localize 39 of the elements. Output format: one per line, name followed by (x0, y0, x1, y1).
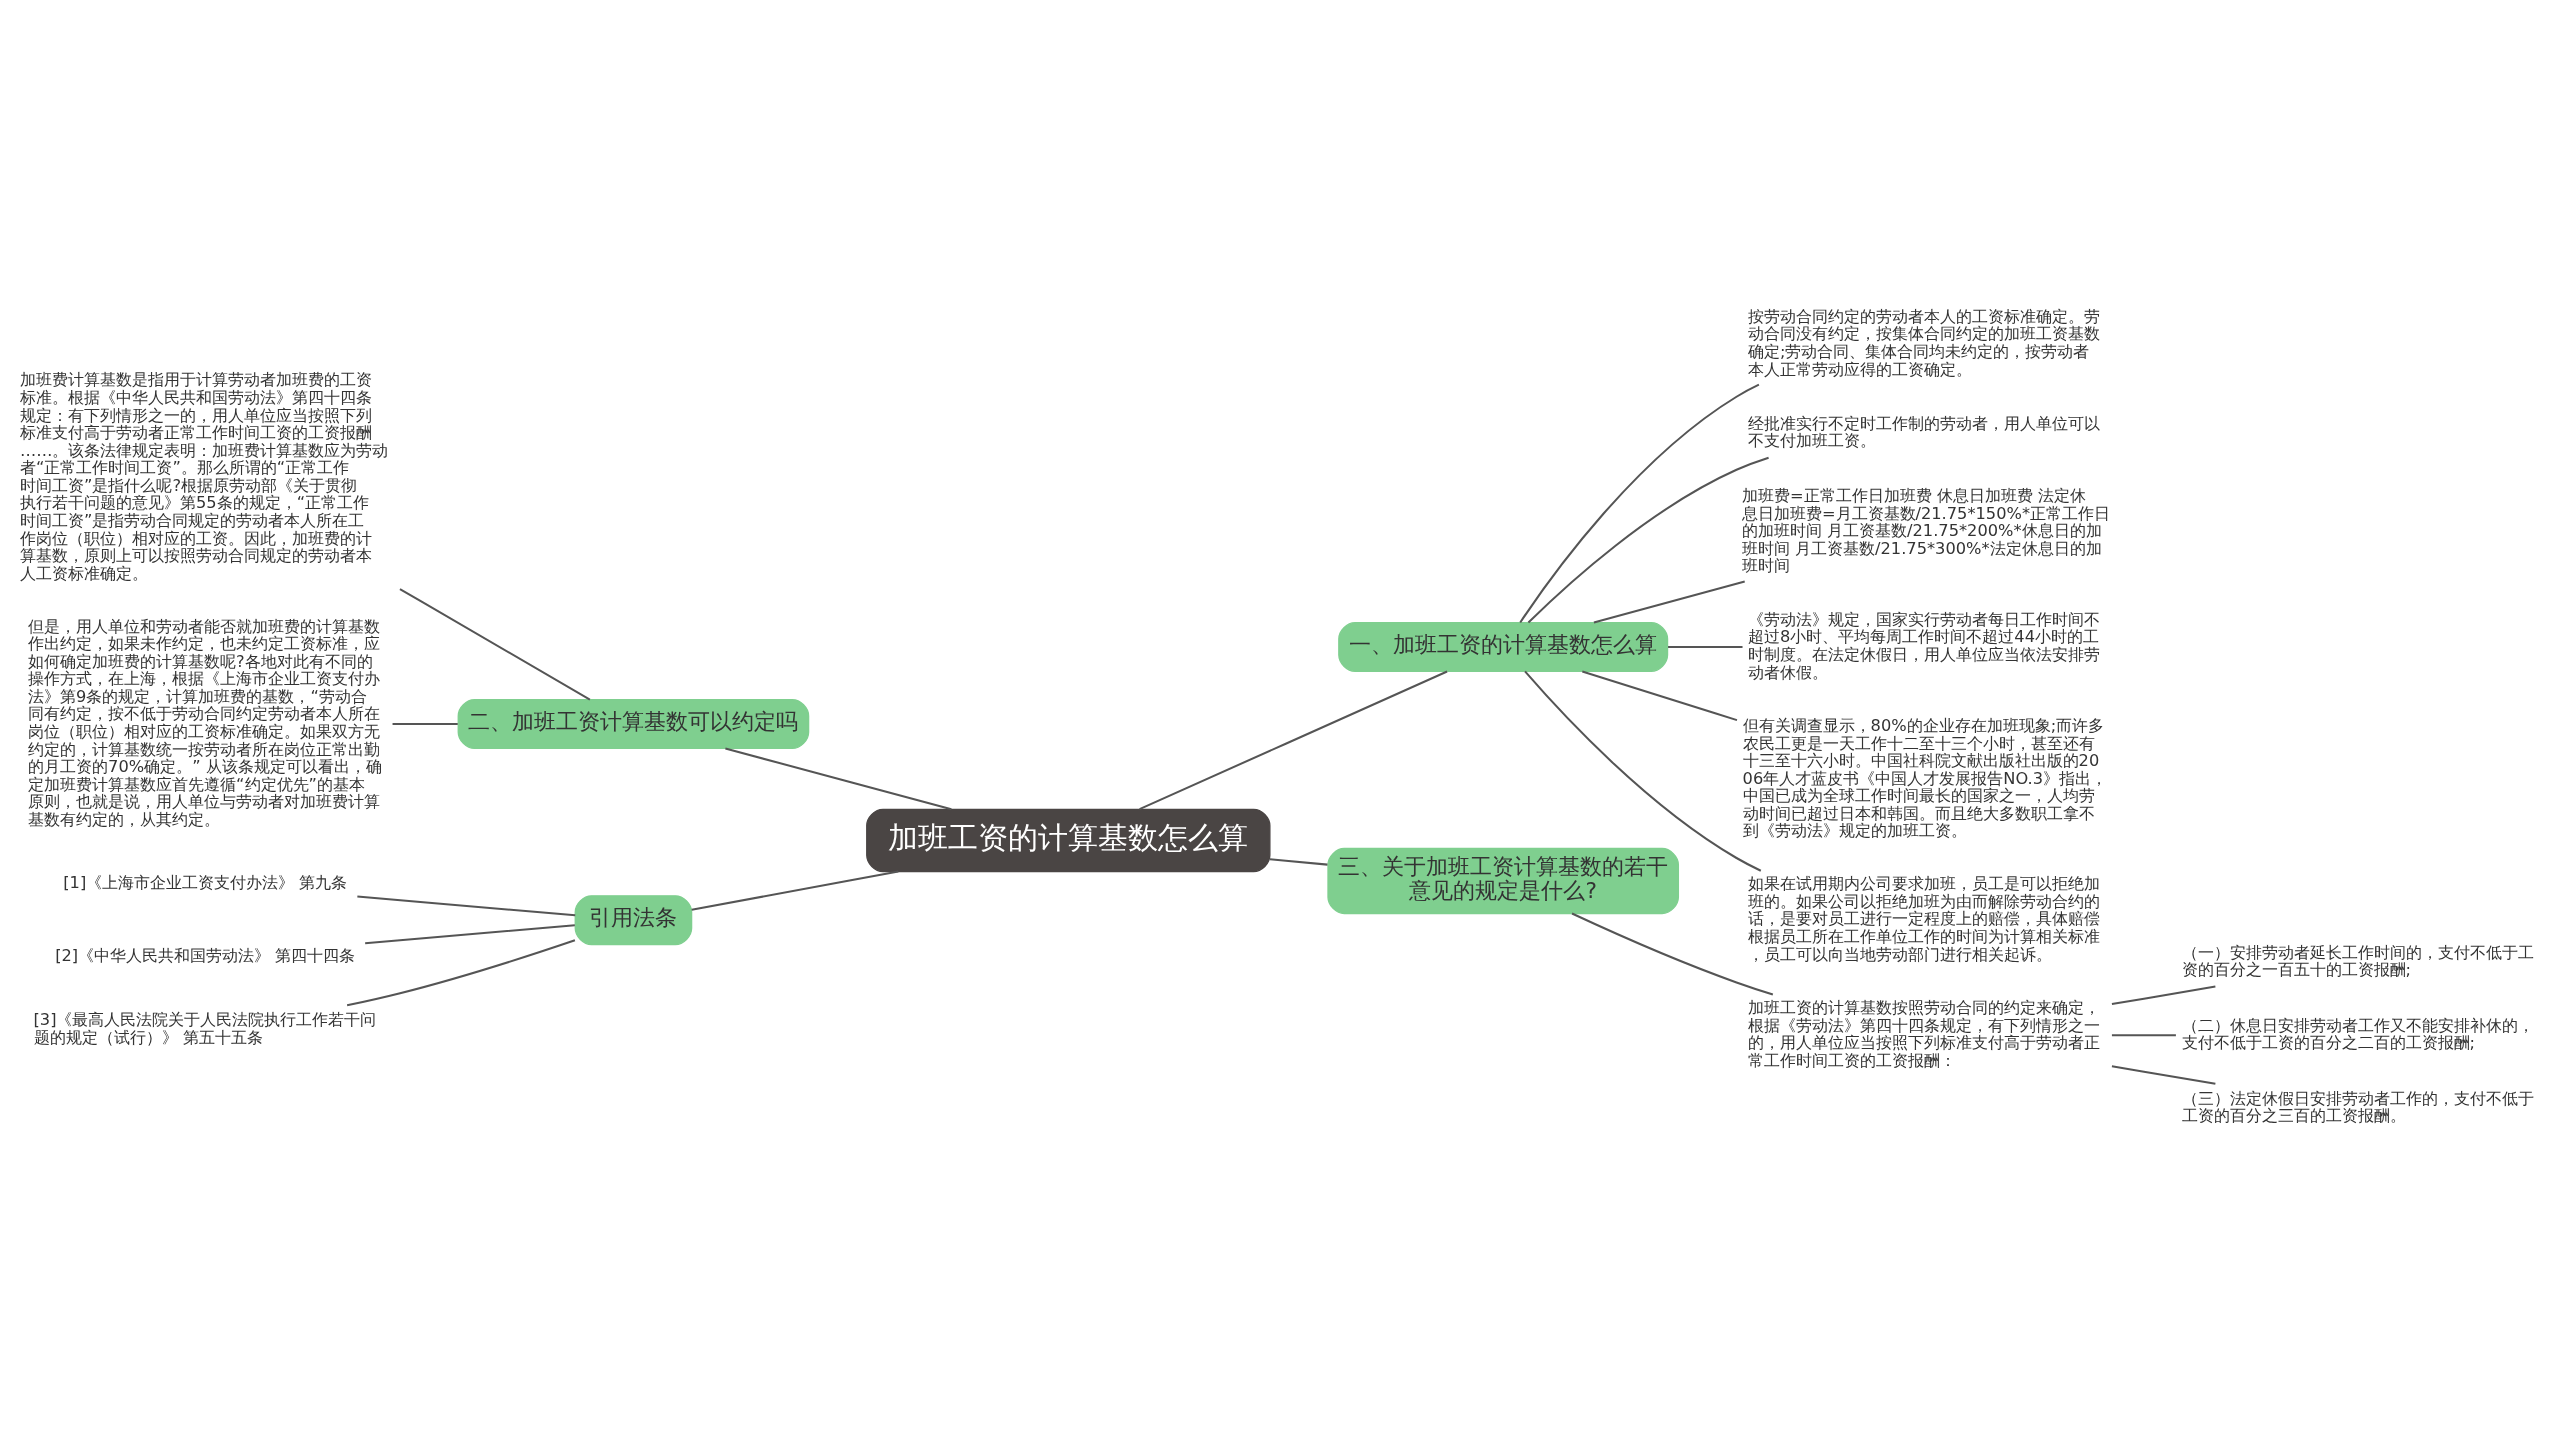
connector (2111, 985, 2216, 1006)
connector (357, 895, 576, 917)
node-text: 如果在试用期内公司要求加班，员工是可以拒绝加班的。如果公司以拒绝加班为由而解除劳动合约的话，是要对员工进行一定程度上的赔偿，具体赔偿根据员工所在工作单位工作的时间为计算相关标准，员工可以向当地劳动部门进行相关起诉。 (1748, 874, 2101, 964)
node-box: 一、加班工资的计算基数怎么算 (1338, 621, 1669, 672)
connector (1527, 456, 1769, 624)
connector (691, 870, 899, 911)
connector (1582, 670, 1738, 722)
connector (1668, 645, 1743, 648)
node-box: 二、加班工资计算基数可以约定吗 (457, 699, 810, 750)
node-text: 但是，用人单位和劳动者能否就加班费的计算基数作出约定，如果未作约定，也未约定工资标准，应如何确定加班费的计算基数呢?各地对此有不同的操作方式，在上海，根据《上海市企业工资支付办法》第9条的规定，计算加班费的基数，“劳动合同有约定，按不低于劳动合同约定劳动者本人所在岗位（职位）相对应的工资标准确定。如果双方无约定的，计算基数统一按劳动者所在岗位正常出勤的月工资的70%确定。” 从该条规定可以看出，确定加班费计算基数应首先遵循“约定优先”的基本原则，也就是说，用人单位与劳动者对加班费计算基数有约定的，从其约定。 (28, 616, 382, 829)
connector (392, 723, 458, 726)
connector (1593, 580, 1745, 624)
node-text: 经批准实行不定时工作制的劳动者，用人单位可以不支付加班工资。 (1748, 413, 2101, 451)
node-text: （三）法定休假日安排劳动者工作的，支付不低于工资的百分之三百的工资报酬。 (2181, 1088, 2534, 1126)
connector (399, 588, 591, 701)
connector (365, 924, 575, 945)
node-text: 加班费=正常工作日加班费 休息日加班费 法定休息日加班费=月工资基数/21.75*150%*正常工作日的加班时间 月工资基数/21.75*200%*休息日的加班时间 月工资基数/21.75*300%*法定休息日的加班时间 (1741, 486, 2111, 576)
node-text: [2]《中华人民共和国劳动法》 第四十四条 (55, 945, 356, 965)
connector (725, 747, 952, 811)
node-box: 三、关于加班工资计算基数的若干意见的规定是什么? (1327, 847, 1680, 915)
node-text: [3]《最高人民法院关于人民法院执行工作若干问题的规定（试行）》 第五十五条 (33, 1010, 377, 1047)
connector (346, 939, 576, 1007)
node-box: 引用法条 (574, 895, 693, 946)
node-text: 《劳动法》规定，国家实行劳动者每日工作时间不超过8小时、平均每周工作时间不超过44小时的工时制度。在法定休假日，用人单位应当依法安排劳动者休假。 (1748, 609, 2101, 682)
node-text: （二）休息日安排劳动者工作又不能安排补休的，支付不低于工资的百分之二百的工资报酬; (2181, 1015, 2534, 1053)
connector (2111, 1034, 2176, 1037)
connector (2111, 1065, 2216, 1085)
node-text: 加班工资的计算基数按照劳动合同的约定来确定，根据《劳动法》第四十四条规定，有下列情形之一的，用人单位应当按照下列标准支付高于劳动者正常工作时间工资的工资报酬： (1748, 998, 2101, 1070)
node-text: 但有关调查显示，80%的企业存在加班现象;而许多农民工更是一天工作十二至十三个小时，甚至还有十三至十六小时。中国社科院文献出版社出版的2006年人才蓝皮书《中国人才发展报告NO.3》指出，中国已成为全球工作时间最长的国家之一，人均劳动时间已超过日本和韩国。而且绝大多数职工拿不到《劳动法》规定的加班工资。 (1742, 715, 2107, 841)
node-text: （一）安排劳动者延长工作时间的，支付不低于工资的百分之一百五十的工资报酬; (2181, 942, 2534, 980)
node-box: 加班工资的计算基数怎么算 (866, 808, 1271, 873)
node-text: [1]《上海市企业工资支付办法》 第九条 (63, 872, 348, 892)
connector (1269, 858, 1328, 866)
node-text: 按劳动合同约定的劳动者本人的工资标准确定。劳动合同没有约定，按集体合同约定的加班工资基数确定;劳动合同、集体合同均未约定的，按劳动者本人正常劳动应得的工资确定。 (1748, 306, 2101, 379)
connector (1139, 670, 1448, 811)
connector (1524, 670, 1762, 872)
connector (1571, 912, 1774, 996)
node-text: 加班费计算基数是指用于计算劳动者加班费的工资标准。根据《中华人民共和国劳动法》第四十四条规定：有下列情形之一的，用人单位应当按照下列标准支付高于劳动者正常工作时间工资的工资报酬……。该条法律规定表明：加班费计算基数应为劳动者“正常工作时间工资”。那么所谓的“正常工作时间工资”是指什么呢?根据原劳动部《关于贯彻执行若干问题的意见》第55条的规定，“正常工作时间工资”是指劳动合同规定的劳动者本人所在工作岗位（职位）相对应的工资。因此，加班费的计算基数，原则上可以按照劳动合同规定的劳动者本人工资标准确定。 (20, 370, 389, 583)
connector (1519, 383, 1760, 624)
